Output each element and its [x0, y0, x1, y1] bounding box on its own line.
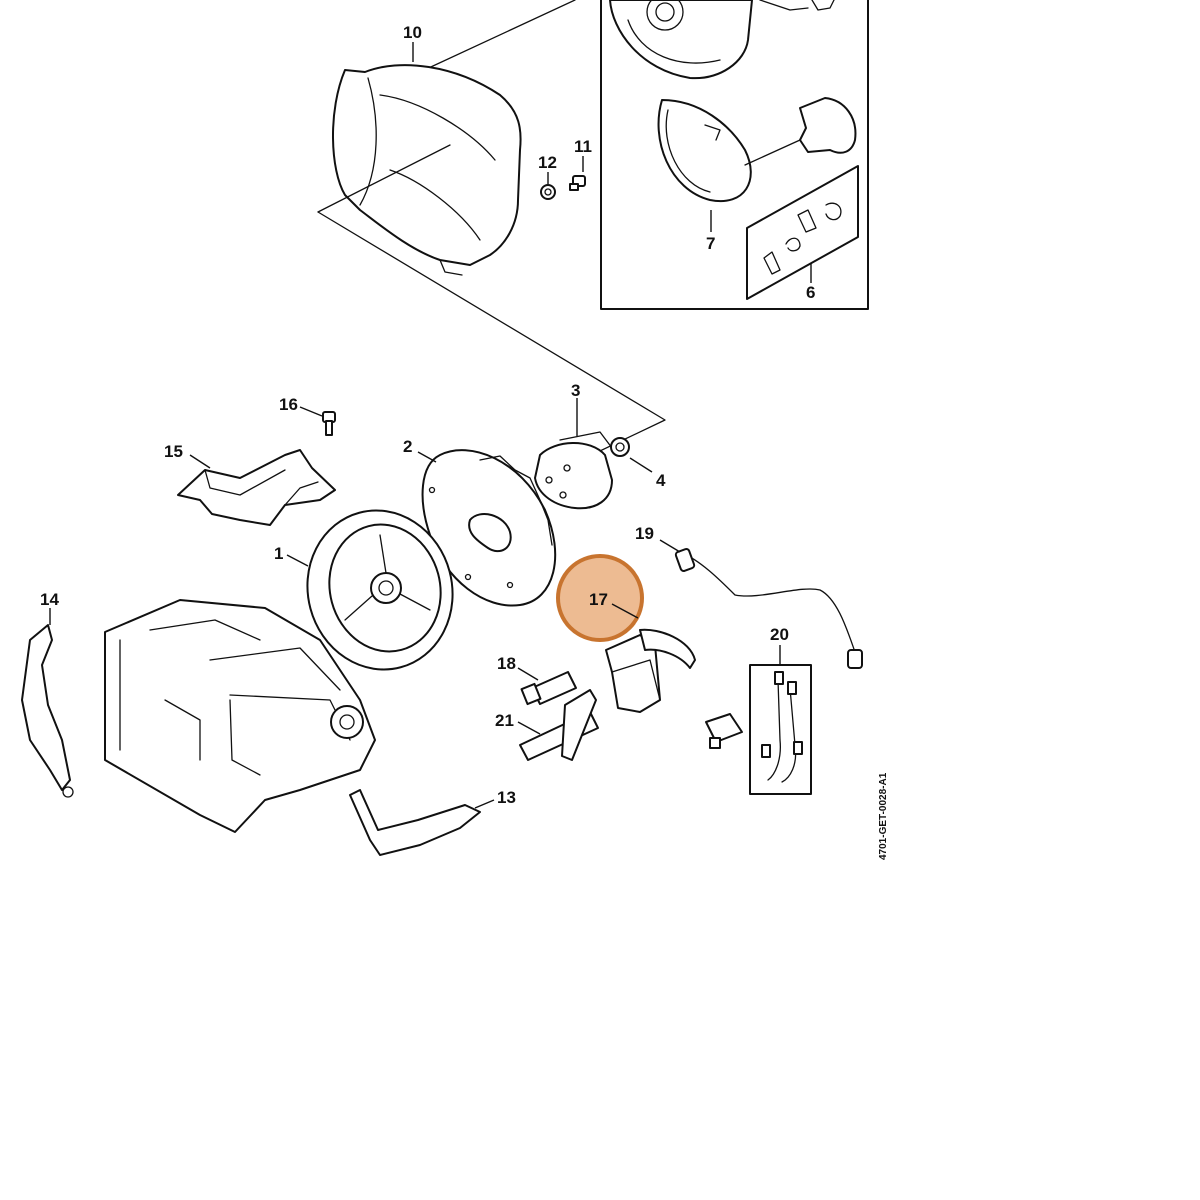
engine-block	[104, 599, 376, 833]
part-label-18[interactable]: 18	[497, 654, 516, 673]
plug-wrench-part-21	[517, 689, 599, 761]
washer-part-4	[610, 437, 653, 473]
bracket-part-15	[177, 449, 336, 526]
part-label-13[interactable]: 13	[497, 788, 516, 807]
part-label-16[interactable]: 16	[279, 395, 298, 414]
fan-shroud-part-10	[317, 0, 666, 471]
flywheel-part-2	[417, 449, 557, 607]
part-label-4[interactable]: 4	[656, 471, 666, 490]
cover-part-14	[21, 608, 74, 798]
cover-part-13	[349, 789, 495, 856]
part-label-10[interactable]: 10	[403, 23, 422, 42]
part-label-17[interactable]: 17	[589, 590, 608, 609]
screw-part-11	[569, 156, 586, 191]
part-label-2[interactable]: 2	[403, 437, 412, 456]
screw-part-16	[299, 406, 336, 436]
cable-part-19	[659, 539, 863, 669]
highlight-marker-17[interactable]	[556, 554, 644, 642]
part-label-21[interactable]: 21	[495, 711, 514, 730]
spark-plug-part-18	[517, 667, 577, 706]
document-id: 4701-GET-0028-A1	[878, 772, 889, 860]
part-label-11[interactable]: 11	[574, 137, 592, 156]
switch-small	[705, 713, 743, 749]
part-label-15[interactable]: 15	[164, 442, 183, 461]
part-label-7[interactable]: 7	[706, 234, 715, 253]
starter-cup-part-3	[534, 398, 613, 510]
part-label-14[interactable]: 14	[40, 590, 59, 609]
nut-part-12	[540, 172, 556, 200]
starter-inset-box	[600, 0, 869, 310]
switch-part-17	[605, 628, 696, 713]
part-label-20[interactable]: 20	[770, 625, 789, 644]
part-label-1[interactable]: 1	[274, 544, 283, 563]
part-label-6[interactable]: 6	[806, 283, 815, 302]
rotor-part-1	[286, 509, 454, 671]
part-label-3[interactable]: 3	[571, 381, 580, 400]
part-labels: 10 11 12 7 6 16 3 15 2 4 19 1 17 14 20 1…	[40, 23, 815, 807]
part-label-19[interactable]: 19	[635, 524, 654, 543]
part-label-12[interactable]: 12	[538, 153, 557, 172]
harness-part-20	[749, 645, 812, 795]
